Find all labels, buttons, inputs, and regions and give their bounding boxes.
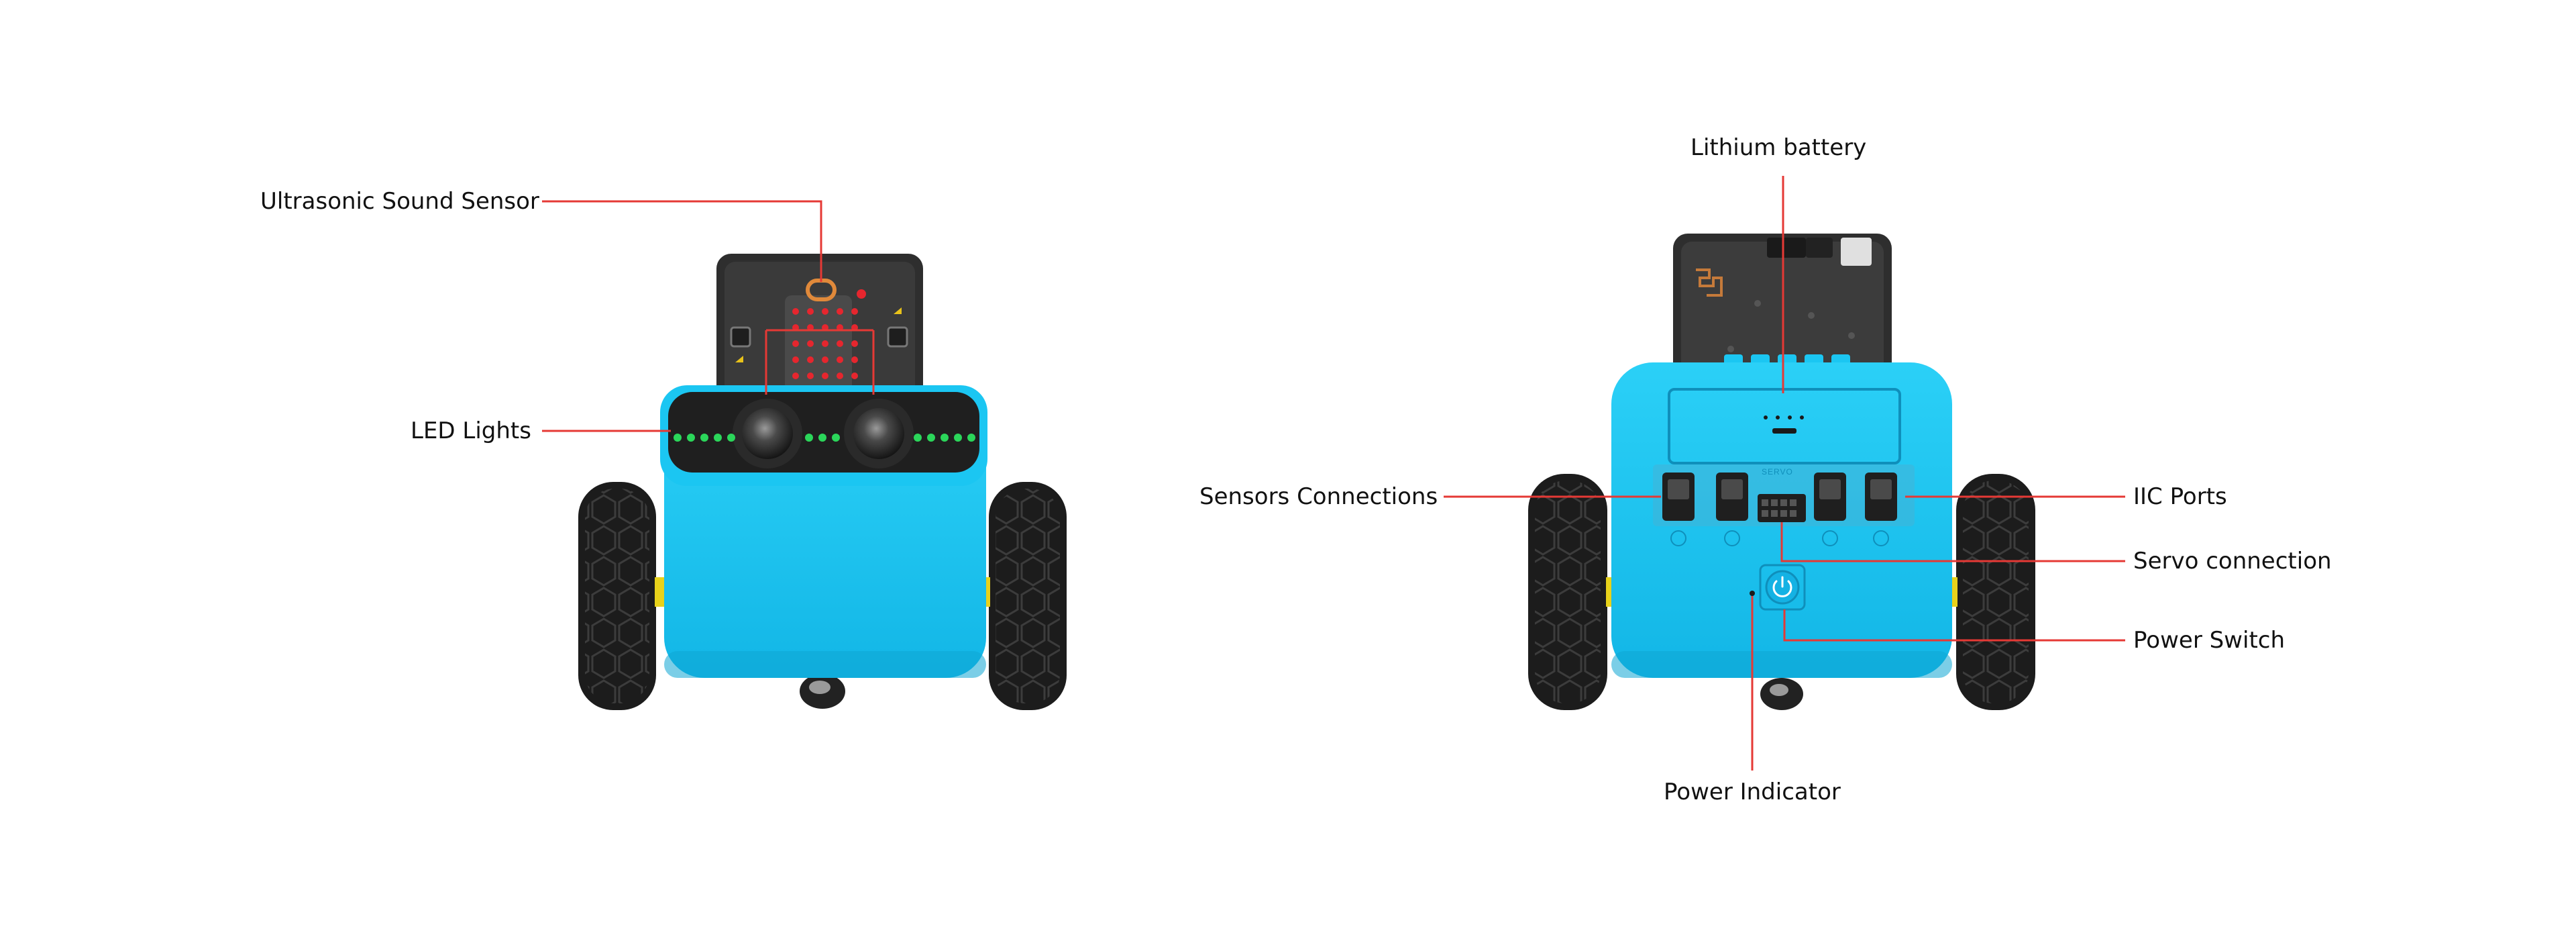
label-power-switch: Power Switch [2133,627,2286,654]
front-right-wheel [989,482,1067,710]
callout-ultrasonic [542,200,822,282]
sensor-port [1662,473,1695,521]
label-lithium-battery: Lithium battery [1690,134,1867,161]
iic-port [1865,473,1897,521]
servo-port [1758,494,1806,522]
usb-port [1772,428,1796,434]
back-left-wheel [1528,474,1607,710]
front-left-wheel [578,482,656,710]
callout-lines [542,176,2125,771]
ultrasonic-sensor-bar [660,385,987,486]
battery-panel [1668,388,1901,464]
power-switch [1759,564,1806,611]
axle-cap [655,577,664,607]
servo-port-label: SERVO [1762,467,1793,477]
label-iic-ports: IIC Ports [2133,483,2227,510]
led-strip [674,434,975,442]
label-led-lights: LED Lights [411,417,531,444]
iic-port [1814,473,1846,521]
back-robot [1528,234,2035,710]
label-power-indicator: Power Indicator [1664,779,1841,805]
front-robot [578,254,1067,710]
label-ultrasonic-sensor: Ultrasonic Sound Sensor [260,188,539,215]
sensor-port [1716,473,1748,521]
label-servo-connection: Servo connection [2133,548,2332,575]
power-indicator-led [1750,591,1755,596]
power-icon [1772,576,1792,597]
ports-row [1653,464,1915,526]
back-right-wheel [1956,474,2035,710]
label-sensors-connections: Sensors Connections [1199,483,1438,510]
